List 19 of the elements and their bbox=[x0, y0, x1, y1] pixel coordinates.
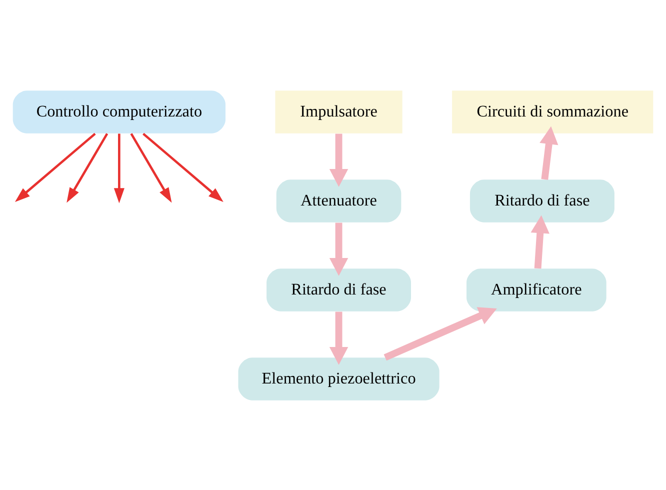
arrow bbox=[142, 132, 224, 202]
arrow bbox=[540, 126, 558, 180]
arrow bbox=[130, 132, 172, 202]
arrow bbox=[14, 132, 96, 202]
node-box: Impulsatore bbox=[275, 90, 402, 133]
arrow bbox=[329, 311, 348, 364]
node-box: Ritardo di fase bbox=[266, 268, 412, 311]
node-box: Controllo computerizzato bbox=[12, 90, 226, 133]
arrow bbox=[66, 132, 108, 202]
node-box: Attenuatore bbox=[276, 179, 402, 222]
arrow bbox=[114, 133, 124, 203]
node-box: Circuiti di sommazione bbox=[452, 90, 654, 133]
node-box: Amplificatore bbox=[466, 268, 606, 311]
node-box: Elemento piezoelettrico bbox=[238, 357, 440, 400]
arrow bbox=[384, 306, 497, 360]
arrow bbox=[329, 133, 348, 186]
arrow bbox=[530, 214, 550, 268]
node-box: Ritardo di fase bbox=[470, 179, 614, 222]
arrow bbox=[329, 222, 348, 276]
